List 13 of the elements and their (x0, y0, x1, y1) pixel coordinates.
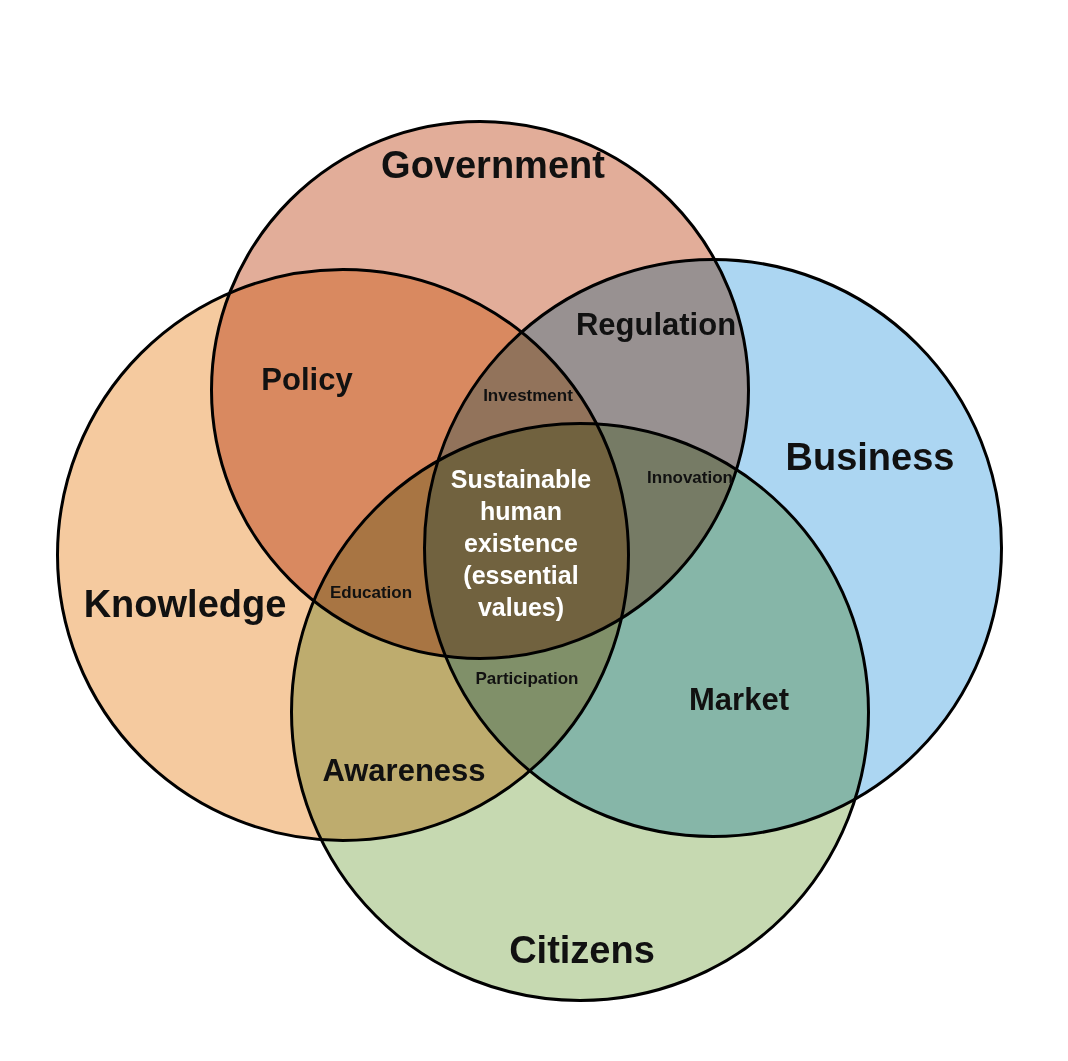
region-label: Regulation (575, 307, 737, 343)
region-label: Market (689, 682, 789, 718)
set-title: Government (381, 143, 605, 187)
set-title: Business (785, 435, 955, 479)
set-title: Citizens (509, 928, 655, 972)
center-label: Sustainable human existence (essential values) (449, 464, 593, 623)
region-label: Investment (483, 386, 573, 406)
region-label: Education (329, 583, 413, 603)
set-title: Knowledge (83, 582, 287, 626)
region-label: Participation (475, 669, 579, 689)
region-label: Innovation (647, 468, 733, 488)
region-label: Awareness (322, 753, 486, 789)
region-label: Policy (261, 362, 353, 398)
